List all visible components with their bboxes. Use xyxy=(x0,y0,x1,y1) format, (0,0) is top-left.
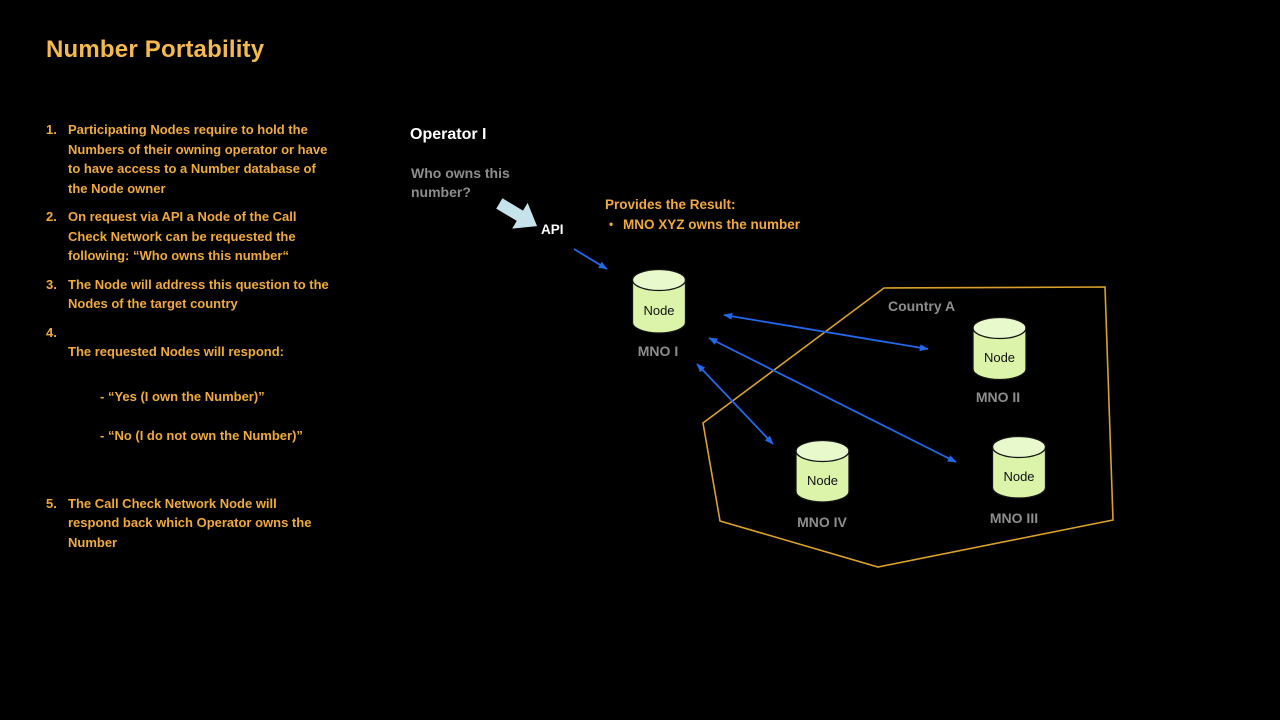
list-item-text: The Node will address this question to t… xyxy=(68,276,329,312)
operator-label: Operator I xyxy=(410,126,487,143)
list-item-number: 2. xyxy=(46,209,57,224)
arrow-mno-i-mno-iv xyxy=(696,363,774,445)
node-cylinder-mno-iii: Node xyxy=(991,435,1047,499)
list-item-number: 1. xyxy=(46,122,57,137)
node-label: Node xyxy=(1003,469,1034,484)
mno-ii-label: MNO II xyxy=(975,389,1021,405)
list-item: 3. The Node will address this question t… xyxy=(46,275,376,314)
arrow-mno-i-mno-iii xyxy=(708,337,957,463)
list-item-number: 3. xyxy=(46,276,57,292)
request-arrow-icon xyxy=(496,198,538,229)
list-item-text: The requested Nodes will respond: - “Yes… xyxy=(68,323,376,485)
result-block: Provides the Result: • MNO XYZ owns the … xyxy=(605,195,800,234)
steps-list: 1. Participating Nodes require to hold t… xyxy=(46,120,376,561)
node-label: Node xyxy=(807,473,838,488)
result-bullet-row: • MNO XYZ owns the number xyxy=(605,215,800,234)
bullet-icon: • xyxy=(609,217,614,231)
sub-list-item: - “No (I do not own the Number)” xyxy=(100,428,303,443)
country-a-label: Country A xyxy=(888,298,956,314)
list-item-text: On request via API a Node of the Call Ch… xyxy=(68,209,297,263)
page-title: Number Portability xyxy=(46,36,265,63)
list-item-text-main: The requested Nodes will respond: xyxy=(68,344,284,359)
api-label: API xyxy=(541,222,564,237)
list-item-text: Participating Nodes require to hold the … xyxy=(68,122,328,196)
question-text: Who owns this number? xyxy=(411,165,510,200)
arrow-api-to-mno-i xyxy=(573,248,608,270)
list-item: 2. On request via API a Node of the Call… xyxy=(46,207,376,266)
list-item: 4. The requested Nodes will respond: - “… xyxy=(46,323,376,485)
node-cylinder-mno-iv: Node xyxy=(795,439,850,503)
list-item-number: 5. xyxy=(46,495,57,511)
list-item-number: 4. xyxy=(46,324,57,340)
list-item: 1. Participating Nodes require to hold t… xyxy=(46,120,376,198)
node-label: Node xyxy=(984,350,1015,365)
mno-iv-label: MNO IV xyxy=(797,514,847,530)
mno-iii-label: MNO III xyxy=(989,510,1039,526)
list-item-text: The Call Check Network Node will respond… xyxy=(68,495,312,550)
sub-list: - “Yes (I own the Number)” - “No (I do n… xyxy=(100,368,376,466)
node-cylinder-mno-i: Node xyxy=(631,268,687,334)
arrow-mno-i-mno-ii xyxy=(723,312,929,352)
sub-list-item: - “Yes (I own the Number)” xyxy=(100,389,265,404)
result-heading: Provides the Result: xyxy=(605,197,736,212)
node-cylinder-mno-ii: Node xyxy=(972,316,1027,381)
mno-i-label: MNO I xyxy=(637,343,679,359)
result-bullet-text: MNO XYZ owns the number xyxy=(623,217,801,232)
node-label: Node xyxy=(643,303,674,318)
list-item: 5. The Call Check Network Node will resp… xyxy=(46,494,376,553)
